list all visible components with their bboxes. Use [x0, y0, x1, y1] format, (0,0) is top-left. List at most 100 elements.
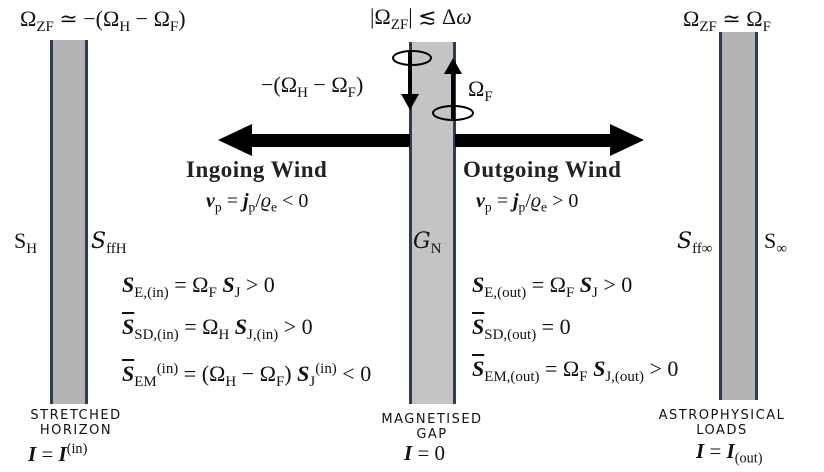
- loads-rotation-formula: ΩZF ≃ ΩF: [683, 6, 771, 40]
- formula-segment: F: [275, 374, 285, 390]
- formula-segment: p: [484, 199, 492, 215]
- formula-segment: ZF: [36, 18, 54, 35]
- formula-segment: F: [579, 368, 588, 385]
- formula-segment: | ≲ Δ: [408, 4, 457, 29]
- formula-segment: F: [484, 88, 493, 105]
- equation-in-em: SEM(in) = (ΩH − ΩF) SJ(in) < 0: [122, 356, 371, 395]
- formula-segment: F: [347, 84, 356, 101]
- formula-segment: = 0: [536, 314, 571, 339]
- formula-segment: = Ω: [526, 272, 566, 297]
- formula-segment: F: [208, 284, 217, 301]
- surface-s-ffh: SffH: [91, 228, 127, 262]
- down-rotation-label: −(ΩH − ΩF): [261, 72, 363, 106]
- formula-segment: p: [214, 199, 222, 215]
- formula-segment: ZF: [699, 18, 717, 35]
- formula-segment: =: [491, 190, 513, 212]
- gap-current: I = 0: [404, 440, 445, 466]
- formula-segment: EM: [134, 374, 157, 390]
- ingoing-wind-arrow: [218, 124, 410, 156]
- formula-segment: ϱ: [260, 190, 272, 212]
- formula-segment: ≃ −(Ω: [53, 6, 120, 31]
- formula-segment: /: [525, 190, 531, 212]
- formula-segment: S: [297, 361, 310, 387]
- formula-segment: EM,(out): [484, 368, 540, 385]
- horizon-rotation-formula: ΩZF ≃ −(ΩH − ΩF): [20, 6, 186, 40]
- ingoing-wind-label: Ingoing Wind: [186, 157, 328, 182]
- formula-segment: S: [472, 356, 485, 381]
- formula-segment: J: [309, 374, 316, 390]
- formula-segment: −(Ω: [261, 72, 298, 97]
- equation-out-em: SEM,(out) = ΩF SJ,(out) > 0: [472, 356, 678, 390]
- formula-segment: S: [122, 361, 135, 387]
- formula-segment: ∞: [776, 240, 787, 257]
- formula-segment: Ω: [20, 6, 37, 31]
- formula-segment: v: [476, 190, 485, 212]
- down-rotation-arrow: [392, 50, 432, 110]
- formula-segment: S: [764, 228, 777, 253]
- equation-out-spindown: SSD,(out) = 0: [472, 314, 571, 348]
- ingoing-wind-equation: vp = jp/ϱe < 0: [206, 188, 308, 220]
- caption-line: HORIZON: [39, 423, 113, 438]
- formula-segment: > 0: [278, 314, 313, 339]
- formula-segment: > 0: [597, 272, 633, 297]
- formula-segment: v: [206, 190, 215, 212]
- formula-segment: S: [579, 272, 593, 297]
- formula-segment: J: [234, 284, 241, 301]
- formula-segment: (out): [734, 450, 763, 467]
- formula-segment: Ω: [468, 76, 485, 101]
- formula-segment: ffH: [106, 240, 127, 257]
- formula-segment: =: [36, 441, 59, 466]
- formula-segment: S: [472, 314, 485, 339]
- formula-segment: − Ω: [130, 6, 170, 31]
- formula-segment: /: [255, 190, 261, 212]
- formula-segment: J,(out): [605, 368, 644, 385]
- formula-segment: p: [248, 199, 256, 215]
- formula-segment: (in): [66, 441, 88, 457]
- formula-segment: H: [225, 374, 237, 390]
- formula-segment: S: [677, 229, 693, 254]
- formula-segment: ): [178, 6, 186, 31]
- formula-segment: = Ω: [168, 272, 209, 297]
- formula-segment: =: [221, 190, 243, 212]
- formula-segment: ω: [456, 4, 472, 29]
- formula-segment: |Ω: [370, 4, 391, 29]
- caption-line: ASTROPHYSICAL: [658, 408, 786, 423]
- formula-segment: ): [284, 361, 298, 387]
- formula-segment: > 0: [547, 190, 579, 212]
- formula-segment: ff∞: [692, 240, 713, 257]
- formula-segment: ZF: [390, 16, 409, 33]
- formula-segment: I: [696, 439, 705, 463]
- formula-segment: = Ω: [178, 314, 219, 339]
- formula-segment: H: [218, 326, 230, 343]
- formula-segment: S: [14, 228, 27, 253]
- outgoing-wind-arrow: [455, 124, 644, 156]
- stretched-horizon-caption: STRETCHED HORIZON: [16, 408, 136, 438]
- caption-line: GAP: [416, 427, 448, 442]
- formula-segment: SD,(out): [484, 326, 537, 343]
- equation-out-energy: SE,(out) = ΩF SJ > 0: [472, 272, 632, 306]
- formula-segment: ϱ: [530, 190, 542, 212]
- surface-s-ffinf: Sff∞: [677, 228, 712, 262]
- surface-s-h: SH: [14, 228, 37, 262]
- formula-segment: H: [26, 240, 38, 257]
- formula-segment: I: [58, 441, 67, 466]
- formula-segment: − Ω: [236, 361, 276, 387]
- formula-segment: (in): [156, 361, 179, 377]
- astrophysical-loads-caption: ASTROPHYSICAL LOADS: [652, 408, 792, 438]
- formula-segment: = 0: [412, 441, 446, 465]
- formula-segment: J: [592, 284, 598, 301]
- formula-segment: SD,(in): [134, 326, 179, 343]
- equation-in-spindown: SSD,(in) = ΩH SJ,(in) > 0: [122, 314, 313, 348]
- horizon-current: I = I(in): [28, 436, 87, 467]
- formula-segment: J,(in): [247, 326, 279, 343]
- formula-segment: I: [404, 441, 413, 465]
- formula-segment: S: [122, 272, 135, 297]
- formula-segment: S: [222, 272, 235, 297]
- formula-segment: N: [430, 240, 442, 257]
- caption-line: MAGNETISED: [381, 412, 483, 427]
- formula-segment: < 0: [336, 361, 372, 387]
- formula-segment: ≃ Ω: [716, 6, 763, 31]
- magnetised-gap-caption: MAGNETISED GAP: [362, 412, 502, 442]
- gap-rotation-formula: |ΩZF| ≲ Δω: [370, 4, 472, 38]
- formula-segment: ): [356, 72, 364, 97]
